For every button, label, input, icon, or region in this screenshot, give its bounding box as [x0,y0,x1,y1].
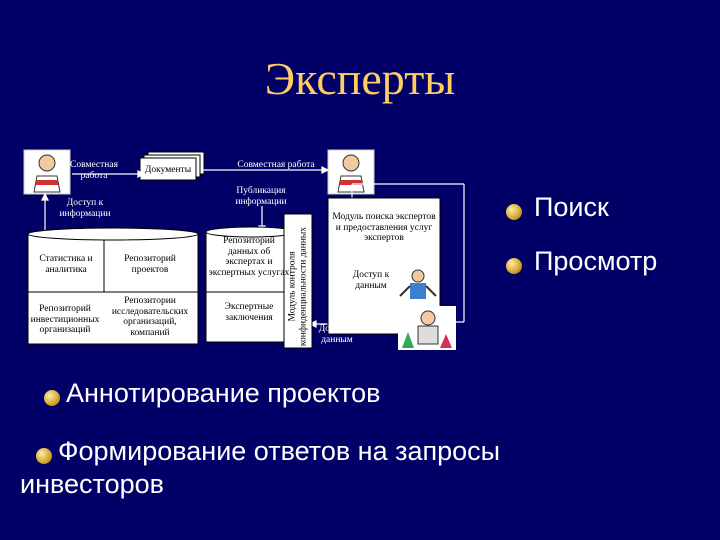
expert-figure-right-icon [327,149,375,195]
bullet-icon [44,390,60,407]
documents-stack-icon [139,151,205,181]
bullet-search-text: Поиск [534,192,609,222]
access-data-label-1: Доступ к данным [352,270,390,291]
experts-repo-label: Репозиторий данных об экспертах и экспер… [208,236,290,278]
data-storage-middle [205,226,297,343]
page-title: Эксперты [264,53,456,104]
lab-figure-icon [398,306,456,350]
security-module-label: Модуль контроля конфиденциальности данны… [287,226,309,347]
collab-right-label: Совместная работа [237,160,315,170]
documents-label: Документы [144,165,192,175]
bullet-icon [506,204,522,221]
bullet-view-text: Просмотр [534,246,658,276]
investor-repo-label: Репозиторий инвестиционных организаций [30,304,100,335]
bullet-search: Поиск [506,192,609,223]
bullet-answers-text-1: Формирование ответов на запросы [58,436,501,466]
bullet-annotate-text: Аннотирование проектов [66,378,381,408]
bullet-icon [506,258,522,275]
bullet-view: Просмотр [506,246,657,277]
projects-repo-label: Репозиторий проектов [124,254,176,275]
search-module-label: Модуль поиска экспертов и предоставления… [332,212,436,243]
bullet-answers-text-2: инвесторов [20,469,165,499]
bullet-icon [36,448,52,465]
expert-figure-left-icon [23,149,71,195]
collab-left-label: Совместная работа [70,160,118,181]
scientist-figure-icon [399,266,437,310]
bullet-answers: Формирование ответов на запросы инвестор… [20,436,640,500]
conclusions-label: Экспертные заключения [224,302,274,323]
research-repo-label: Репозитории исследовательских организаци… [111,296,189,338]
publication-label: Публикация информации [235,186,287,207]
bullet-annotate: Аннотирование проектов [44,378,381,409]
stats-label: Статистика и аналитика [39,254,93,275]
security-module-box [283,213,313,349]
access-info-label: Доступ к информации [59,198,111,219]
data-storage-left [27,227,199,345]
access-data-label-2: Доступ к данным [318,324,356,345]
